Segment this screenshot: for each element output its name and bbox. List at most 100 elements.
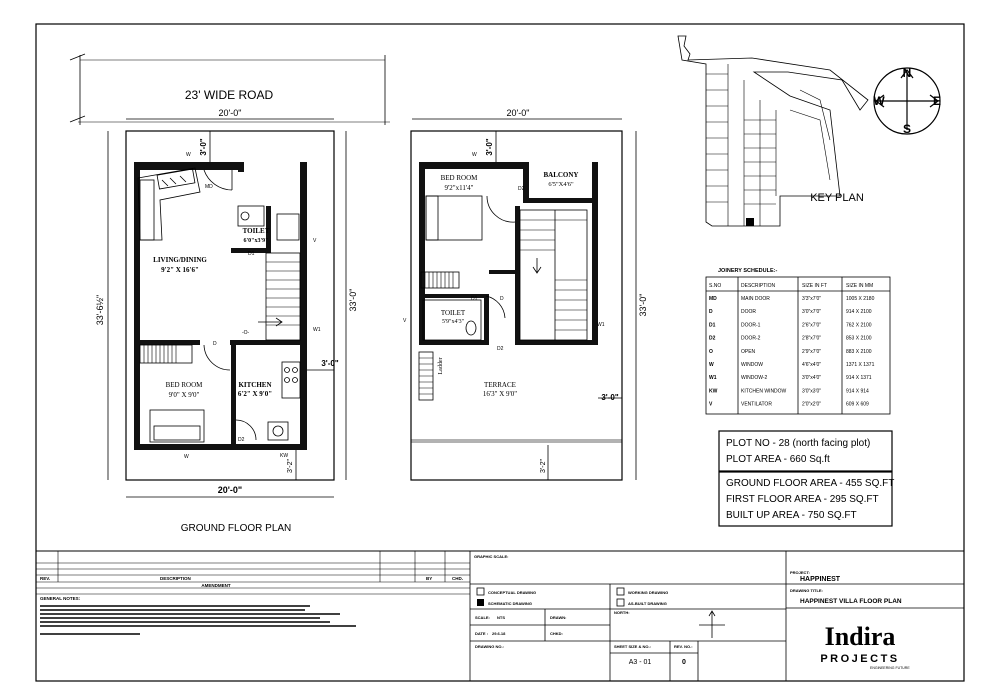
logo-main: Indira	[825, 622, 896, 651]
ground-setback-side: 3'-0"	[321, 359, 338, 368]
ground-setback-front: 3'-0"	[199, 138, 208, 155]
living-name: LIVING/DINING	[153, 256, 207, 264]
ground-width-dim-bottom: 20'-0"	[218, 485, 242, 495]
joinery-row: KW KITCHEN WINDOW 3'0"x3'0" 914 X 914	[709, 388, 869, 394]
compass-e: E	[933, 94, 941, 108]
sheet-size-label: SHEET SIZE & NO.:	[614, 644, 651, 649]
joinery-cell: MD	[709, 296, 717, 302]
joinery-cell: WINDOW	[741, 362, 763, 368]
logo-tag: ENGINEERING FUTURE	[870, 666, 910, 670]
chkd-label: CHKD:	[550, 631, 563, 636]
ground-width-dim: 20'-0"	[219, 108, 242, 118]
title-block: REV. DESCRIPTION BY CHD. AMENDMENT GENER…	[35, 550, 965, 682]
joinery-cell: 914 X 1371	[846, 375, 872, 381]
date-label: DATE :	[475, 631, 488, 636]
first-setback-front: 3'-0"	[485, 138, 494, 155]
joinery-header-cell: SIZE IN MM	[846, 283, 873, 289]
ground-plot-boundary	[125, 130, 335, 481]
balcony-size: 6'5"X4'6"	[548, 181, 574, 188]
working-label: WORKING DRAWING	[628, 590, 668, 595]
first-width-dim: 20'-0"	[507, 108, 530, 118]
joinery-cell: VENTILATOR	[741, 402, 772, 408]
description-header: DESCRIPTION	[160, 576, 191, 581]
scale-label: SCALE:	[475, 615, 490, 620]
joinery-cell: 2'8"x7'0"	[802, 336, 821, 342]
tag-w-top: W	[186, 152, 191, 158]
kitchen-size: 6'2" X 9'0"	[238, 390, 272, 398]
joinery-cell: 4'6"x4'0"	[802, 362, 821, 368]
joinery-cell: 914 X 914	[846, 388, 869, 394]
joinery-cell: DOOR-1	[741, 322, 761, 328]
plot-info: PLOT NO - 28 (north facing plot) PLOT AR…	[718, 430, 894, 527]
tag-d: D	[213, 341, 217, 347]
first-floor-area: FIRST FLOOR AREA - 295 SQ.FT	[726, 494, 879, 505]
company-logo: Indira PROJECTS ENGINEERING FUTURE	[820, 622, 910, 670]
ground-depth-right: 33'-0"	[348, 289, 358, 312]
joinery-cell: DOOR	[741, 309, 756, 315]
rev-header: REV.	[40, 576, 50, 581]
plot-no: PLOT NO - 28 (north facing plot)	[726, 438, 870, 449]
first-floor-plan: 20'-0" 33'-0"	[403, 108, 648, 481]
built-up-area: BUILT UP AREA - 750 SQ.FT	[726, 510, 857, 521]
joinery-cell: 3'3"x7'0"	[802, 296, 821, 302]
balcony-name: BALCONY	[543, 171, 578, 179]
drawing-title: HAPPINEST VILLA FLOOR PLAN	[800, 598, 902, 605]
joinery-cell: 3'0"x4'0"	[802, 375, 821, 381]
joinery-cell: D	[709, 309, 713, 315]
compass-n: N	[903, 66, 912, 80]
tag-md: MD	[205, 184, 213, 190]
first-toilet-name: TOILET	[441, 309, 466, 317]
joinery-title: JOINERY SCHEDULE:-	[718, 268, 777, 274]
first-setback-rear: 3'-2"	[540, 459, 547, 473]
joinery-cell: 762 X 2100	[846, 322, 872, 328]
project-name: HAPPINEST	[800, 576, 841, 583]
first-tag-d: D	[500, 296, 504, 302]
compass-s: S	[903, 122, 911, 136]
drawing-title-label: DRAWING TITLE:	[790, 588, 823, 593]
ground-depth-left: 33'-6½"	[95, 295, 105, 325]
joinery-cell: O	[709, 349, 713, 355]
first-tag-d1: D1	[471, 296, 478, 302]
tag-v: V	[313, 238, 317, 244]
terrace-size: 16'3" X 9'0"	[483, 390, 517, 398]
ground-floor-plan: 23' WIDE ROAD 20'-0"	[69, 53, 390, 534]
general-notes-label: GENERAL NOTES:	[40, 596, 81, 601]
joinery-header-cell: DESCRIPTION	[741, 283, 776, 289]
ground-floor-area: GROUND FLOOR AREA - 455 SQ.FT	[726, 478, 894, 489]
joinery-cell: DOOR-2	[741, 336, 761, 342]
conceptual-label: CONCEPTUAL DRAWING	[488, 590, 536, 595]
joinery-cell: 2'0"x2'0"	[802, 402, 821, 408]
joinery-cell: 853 X 2100	[846, 336, 872, 342]
joinery-cell: 883 X 2100	[846, 349, 872, 355]
joinery-cell: 3'0"x3'0"	[802, 388, 821, 394]
joinery-schedule: JOINERY SCHEDULE:- S.NO DESCRIPTION SIZE I…	[705, 268, 891, 415]
joinery-cell: 2'9"x7'0"	[802, 349, 821, 355]
sheet-value: A3 - 01	[629, 659, 652, 666]
north-arrow-icon	[699, 610, 725, 638]
tag-w-bottom: W	[184, 454, 189, 460]
ground-plan-title: GROUND FLOOR PLAN	[181, 523, 292, 534]
joinery-cell: KITCHEN WINDOW	[741, 388, 787, 394]
joinery-header-cell: S.NO	[709, 283, 721, 289]
key-plan-label: KEY PLAN	[810, 192, 864, 204]
joinery-cell: D1	[709, 322, 716, 328]
joinery-cell: 1371 X 1371	[846, 362, 875, 368]
tag-kw: KW	[280, 453, 288, 459]
schematic-label: SCHEMATIC DRAWING	[488, 601, 532, 606]
joinery-cell: V	[709, 402, 713, 408]
tag-w1: W1	[313, 327, 321, 333]
joinery-cell: KW	[709, 388, 718, 394]
first-setback-side: 3'-0"	[601, 393, 618, 402]
ground-setback-rear: 3'-2"	[287, 459, 294, 473]
compass-w: W	[873, 94, 885, 108]
joinery-cell: 3'0"x7'0"	[802, 309, 821, 315]
logo-sub: PROJECTS	[820, 653, 899, 665]
